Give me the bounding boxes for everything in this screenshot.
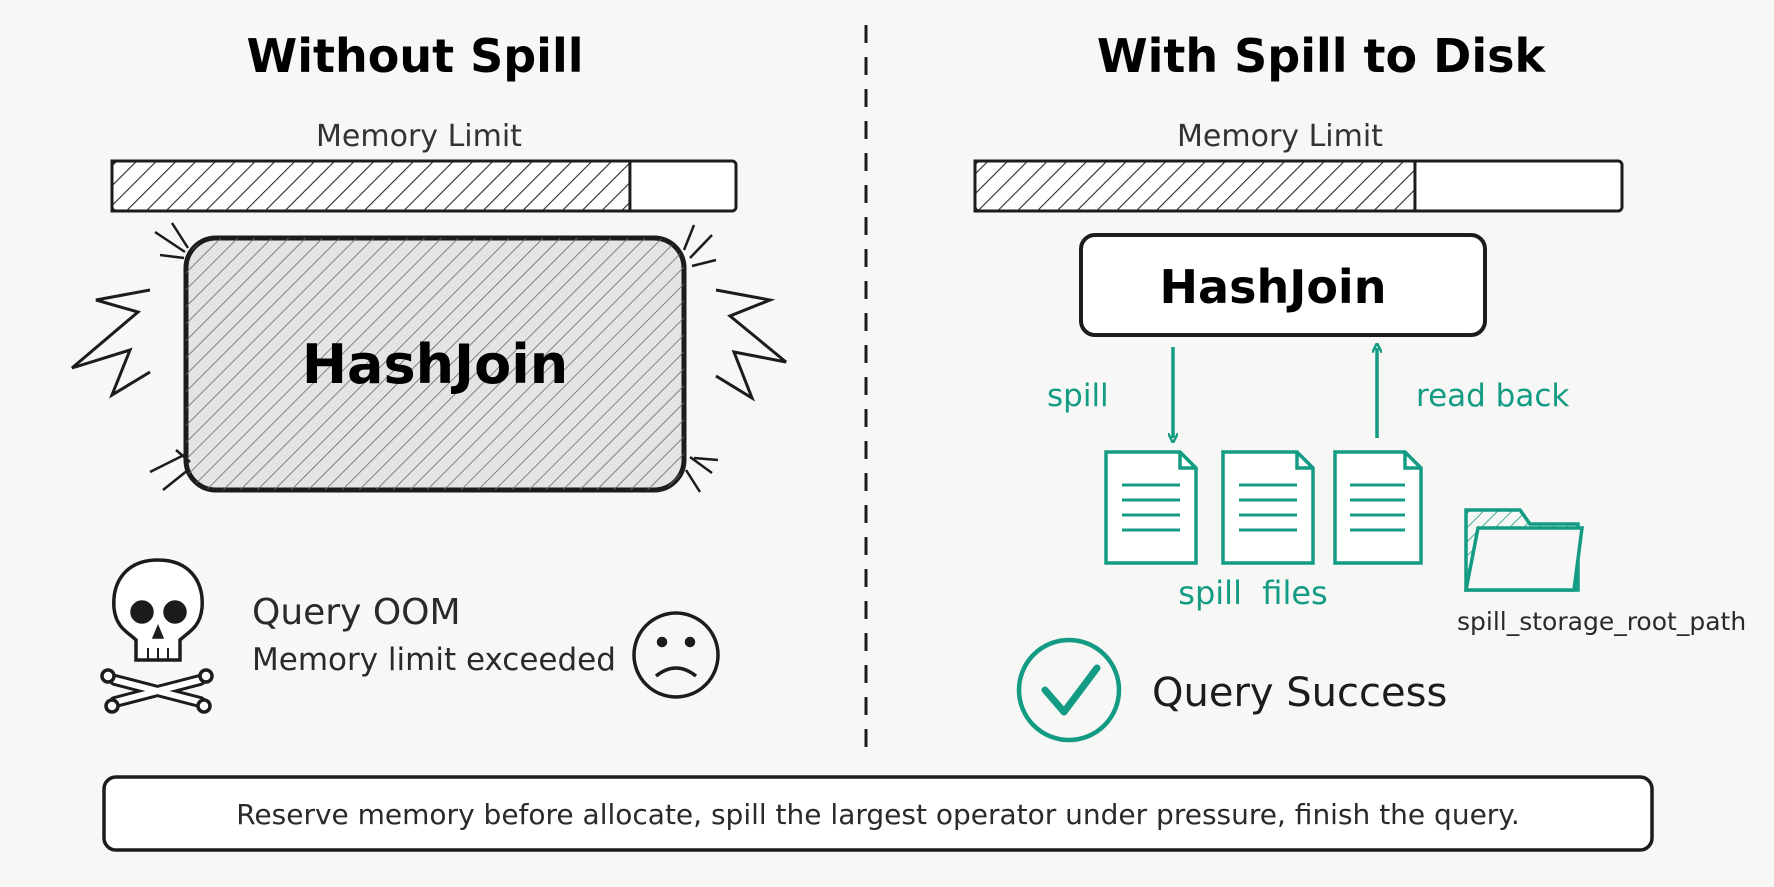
footer: Reserve memory before allocate, spill th… <box>102 775 1654 852</box>
sad-face-icon <box>632 611 720 699</box>
right-memory-bar-fill <box>973 159 1417 213</box>
document-icon <box>1104 450 1198 565</box>
right-operator-box: HashJoin <box>1079 233 1487 337</box>
read-back-label: read back <box>1416 378 1569 414</box>
spill-files <box>1104 450 1423 565</box>
spill-label: spill <box>1047 378 1109 414</box>
folder-label: spill_storage_root_path <box>1457 607 1746 636</box>
left-memory-label: Memory Limit <box>316 119 522 154</box>
right-memory-bar <box>973 159 1624 213</box>
folder-icon <box>1463 508 1584 592</box>
right-status-title: Query Success <box>1152 670 1447 716</box>
left-status-detail: Memory limit exceeded <box>252 642 616 678</box>
checkmark-circle-icon <box>1016 637 1122 743</box>
left-status-title: Query OOM <box>252 592 461 633</box>
document-icon <box>1333 450 1423 565</box>
right-memory-label: Memory Limit <box>1177 119 1383 154</box>
right-panel: With Spill to Disk Memory Limit HashJoin… <box>973 29 1746 743</box>
right-title: With Spill to Disk <box>1097 29 1547 83</box>
document-icon <box>1221 450 1315 565</box>
right-operator-label: HashJoin <box>1160 260 1387 314</box>
left-operator-label: HashJoin <box>302 333 568 396</box>
pressure-marks <box>71 222 787 493</box>
left-operator-box: HashJoin <box>183 235 687 493</box>
skull-crossbones-icon <box>100 558 214 714</box>
left-title: Without Spill <box>247 29 584 83</box>
left-panel: Without Spill Memory Limit HashJoin <box>71 29 787 714</box>
footer-text: Reserve memory before allocate, spill th… <box>236 798 1520 831</box>
spill-files-label: spill files <box>1178 574 1327 612</box>
left-memory-bar <box>110 159 738 213</box>
left-memory-bar-fill <box>110 159 632 213</box>
